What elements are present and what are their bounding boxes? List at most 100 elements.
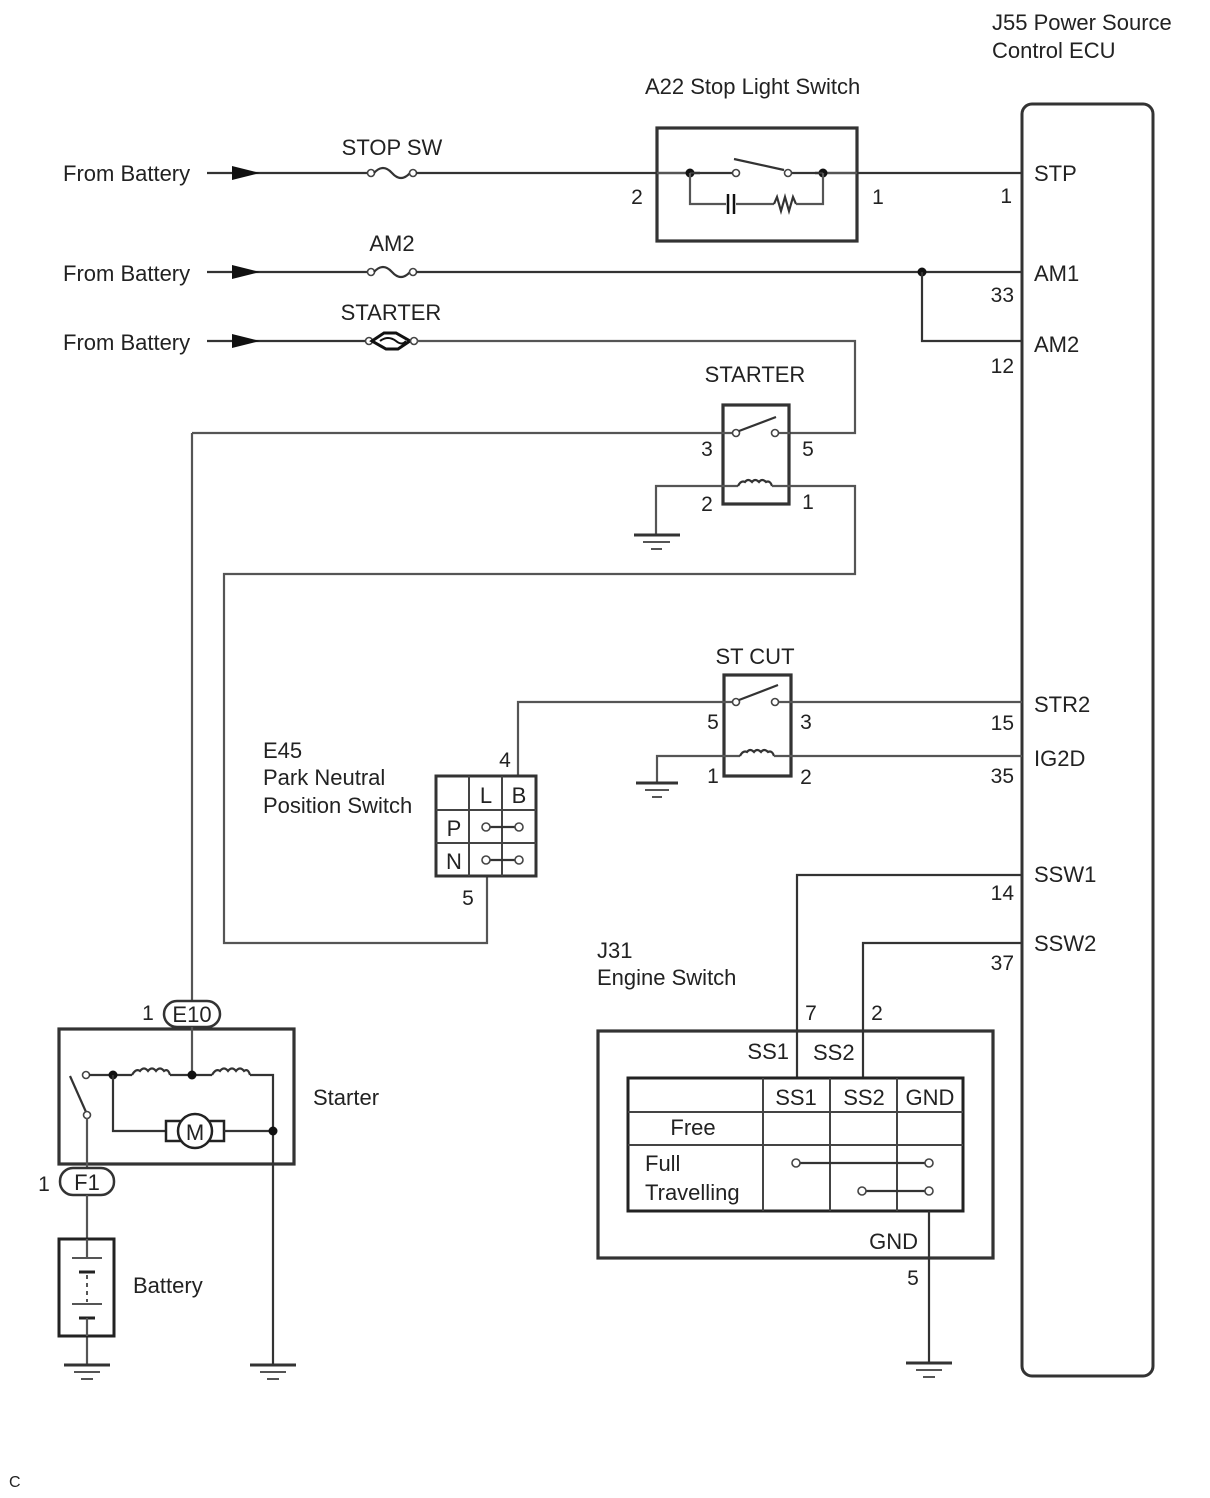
- fusible-link-icon: [364, 331, 419, 351]
- source-stop-sw: From Battery STOP SW: [63, 135, 1022, 186]
- table-row-travelling: Travelling: [645, 1180, 740, 1205]
- pin-label: 1: [802, 491, 814, 514]
- continuity-icon: [481, 822, 524, 832]
- ecu-pin-num-am1: 33: [991, 284, 1014, 307]
- pnp-id: E45: [263, 738, 302, 763]
- starter-relay: STARTER 3 5 2 1: [192, 362, 857, 945]
- pnp-col-b: B: [512, 783, 527, 808]
- connector-f1-id: F1: [74, 1170, 100, 1195]
- table-row-free: Free: [670, 1115, 715, 1140]
- pin-label: 1: [142, 1002, 154, 1025]
- ecu-pin-name-ssw2: SSW2: [1034, 931, 1096, 956]
- ecu-title-line1: J55 Power Source: [992, 10, 1172, 35]
- pin-label: 2: [701, 493, 713, 516]
- pin-label: 5: [707, 711, 719, 734]
- ground-icon: [250, 1363, 296, 1380]
- battery: Battery: [57, 1195, 203, 1380]
- ecu-pin-num-str2: 15: [991, 712, 1014, 735]
- fuse-label: STOP SW: [342, 135, 443, 160]
- fuse-icon: [366, 265, 418, 279]
- arrow-icon: [232, 166, 260, 180]
- source-label: From Battery: [63, 161, 190, 186]
- ecu-pin-name-ig2d: IG2D: [1034, 746, 1085, 771]
- relay-coil-icon: [739, 748, 776, 757]
- pnp-name-line2: Position Switch: [263, 793, 412, 818]
- ecu-body: [1020, 102, 1155, 1378]
- engine-switch-table: SS1 SS2 GND Free Full Travelling: [626, 1076, 965, 1213]
- pin-label: 2: [800, 766, 812, 789]
- terminal-gnd: GND: [869, 1229, 918, 1254]
- ecu-pin-name-str2: STR2: [1034, 692, 1090, 717]
- ecu-pin-name-am2: AM2: [1034, 332, 1079, 357]
- arrow-icon: [232, 334, 260, 348]
- source-label: From Battery: [63, 261, 190, 286]
- source-am2: From Battery AM2: [63, 231, 1022, 343]
- pin-label: 5: [462, 887, 474, 910]
- park-neutral-position-switch: E45 Park Neutral Position Switch 4 5 L B…: [263, 738, 538, 910]
- table-row-full: Full: [645, 1151, 680, 1176]
- pin-label: 7: [805, 1002, 817, 1025]
- motor-label: M: [186, 1120, 204, 1145]
- terminal-ss2: SS2: [813, 1040, 855, 1065]
- ecu-pin-num-am2: 12: [991, 355, 1014, 378]
- pin-label: 5: [907, 1267, 919, 1290]
- pin-label: 3: [800, 711, 812, 734]
- fuse-label: STARTER: [341, 300, 442, 325]
- relay-switch-icon: [738, 683, 779, 702]
- relay-switch-icon: [738, 415, 777, 433]
- battery-label: Battery: [133, 1273, 203, 1298]
- starter-relay-title: STARTER: [705, 362, 806, 387]
- pin-label: 1: [707, 765, 719, 788]
- ecu-pin-name-ssw1: SSW1: [1034, 862, 1096, 887]
- ecu-pin-num-ig2d: 35: [991, 765, 1014, 788]
- ecu-j55: J55 Power Source Control ECU STP 1 AM1 3…: [991, 10, 1172, 1378]
- ecu-pin-name-am1: AM1: [1034, 261, 1079, 286]
- pin-label: 4: [499, 749, 511, 772]
- pin-label: 1: [38, 1173, 50, 1196]
- continuity-icon: [481, 855, 524, 865]
- switch-contact-icon: [733, 157, 785, 172]
- ecu-pin-num-stp: 1: [1000, 185, 1012, 208]
- source-label: From Battery: [63, 330, 190, 355]
- st-cut-relay-title: ST CUT: [715, 644, 794, 669]
- starter-motor: E10 1 Starter M F1 1: [38, 433, 379, 1380]
- fuse-icon: [366, 166, 418, 180]
- table-col-ss2: SS2: [843, 1085, 885, 1110]
- ecu-pin-num-ssw2: 37: [991, 952, 1014, 975]
- pin-label: 3: [701, 438, 713, 461]
- pnp-row-n: N: [446, 849, 462, 874]
- engine-switch-id: J31: [597, 938, 632, 963]
- arrow-icon: [232, 265, 260, 279]
- stop-light-switch-title: A22 Stop Light Switch: [645, 74, 860, 99]
- pin-label: 5: [802, 438, 814, 461]
- fuse-label: AM2: [369, 231, 414, 256]
- ecu-pin-name-stp: STP: [1034, 161, 1077, 186]
- source-starter: From Battery STARTER: [63, 300, 857, 435]
- ground-icon: [64, 1363, 110, 1380]
- pin-label: 2: [631, 186, 643, 209]
- solenoid-switch-icon: [68, 1075, 88, 1113]
- ground-icon: [906, 1361, 952, 1378]
- continuity-icon: [857, 1186, 934, 1196]
- ground-icon: [634, 533, 680, 550]
- pin-label: 2: [871, 1002, 883, 1025]
- pnp-col-l: L: [480, 783, 492, 808]
- connector-e10-id: E10: [172, 1002, 211, 1027]
- relay-coil-icon: [737, 478, 774, 487]
- field-coil-icon: [211, 1067, 252, 1076]
- ecu-title-line2: Control ECU: [992, 38, 1115, 63]
- motor-icon: M: [164, 1112, 226, 1150]
- starter-label: Starter: [313, 1085, 379, 1110]
- ecu-pin-num-ssw1: 14: [991, 882, 1015, 905]
- engine-switch: J31 Engine Switch 7 2 SS1 SS2 SS1 SS2 GN…: [596, 873, 1022, 1378]
- figure-code: C: [9, 1474, 21, 1491]
- st-cut-relay: ST CUT 5 3 1 2: [516, 644, 1022, 798]
- table-col-gnd: GND: [906, 1085, 955, 1110]
- engine-switch-name: Engine Switch: [597, 965, 736, 990]
- resistor-icon: [772, 192, 798, 216]
- table-col-ss1: SS1: [775, 1085, 817, 1110]
- stop-light-switch: A22 Stop Light Switch 2 1: [631, 74, 884, 243]
- field-coil-icon: [131, 1067, 172, 1076]
- continuity-icon: [791, 1158, 934, 1168]
